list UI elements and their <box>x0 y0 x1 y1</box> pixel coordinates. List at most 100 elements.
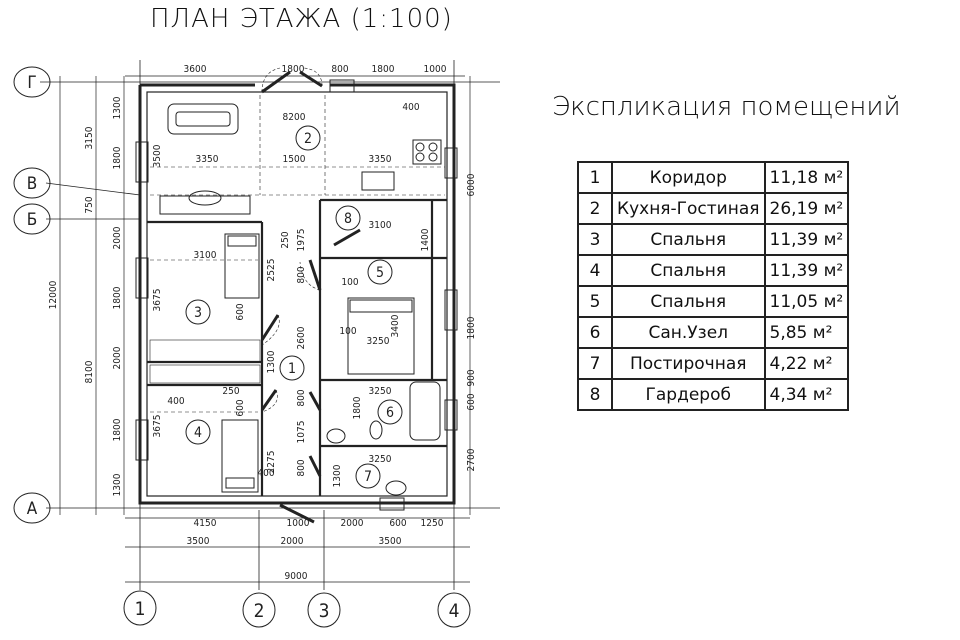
axis-marker-circle <box>307 592 341 628</box>
zone-lines <box>150 95 445 413</box>
dimension-label: 1300 <box>112 96 123 119</box>
dimension-label: 3150 <box>84 126 95 149</box>
explication-cell-name: Сан.Узел <box>611 316 766 349</box>
bed-room-5 <box>347 297 415 375</box>
explication-cell-name: Коридор <box>611 161 766 194</box>
room-tag-circle <box>355 463 381 489</box>
interior-walls <box>147 198 447 496</box>
dimension-label: 2700 <box>466 448 477 471</box>
explication-cell-area: 4,22 м² <box>763 347 850 380</box>
dimension-label: 800 <box>296 389 307 406</box>
dimension-label: 900 <box>466 369 477 386</box>
dining-table <box>188 190 222 206</box>
stove <box>412 139 442 165</box>
windows <box>135 79 458 511</box>
room-tag-circle <box>377 399 403 425</box>
axis-marker-label: 3 <box>319 600 330 622</box>
room-tag-circle <box>185 299 211 325</box>
dimension-label: 2525 <box>266 259 277 282</box>
dimension-label: 3100 <box>194 250 217 261</box>
dimension-label: 3250 <box>367 336 390 347</box>
toilet <box>369 420 383 440</box>
explication-cell-name: Спальня <box>611 254 766 287</box>
explication-cell-num: 3 <box>577 223 613 256</box>
dimension-label: 1800 <box>112 286 123 309</box>
dimension-label: 1300 <box>112 473 123 496</box>
explication-cell-area: 11,18 м² <box>763 161 850 194</box>
dimension-label: 3675 <box>152 289 163 312</box>
dimension-label: 1800 <box>466 316 477 339</box>
dimension-label: 2600 <box>296 326 307 349</box>
axis-marker-circle <box>437 592 471 628</box>
axis-marker-label: В <box>27 174 38 194</box>
room-tag-circle <box>367 259 393 285</box>
axis-marker-circle <box>123 590 157 626</box>
room-tag-number: 4 <box>194 425 202 441</box>
room-tag-number: 6 <box>386 405 394 421</box>
room-tag-circle <box>279 355 305 381</box>
explication-cell-num: 2 <box>577 192 613 225</box>
axis-marker-label: Б <box>27 210 38 230</box>
dimension-label: 12000 <box>48 280 59 309</box>
dimension-label: 600 <box>235 303 246 320</box>
room-tag-number: 3 <box>194 305 202 321</box>
dimension-label: 600 <box>389 518 406 529</box>
dimension-label: 1800 <box>282 64 305 75</box>
bathtub <box>409 381 441 441</box>
dimension-label: 1500 <box>283 154 306 165</box>
explication-cell-area: 4,34 м² <box>763 378 850 411</box>
dimension-label: 3675 <box>152 415 163 438</box>
sofa <box>167 103 239 135</box>
explication-cell-name: Гардероб <box>611 378 766 411</box>
dimension-label: 600 <box>466 393 477 410</box>
axis-marker-label: 1 <box>135 598 146 620</box>
dimension-label: 3600 <box>184 64 207 75</box>
dimension-label: 1400 <box>420 228 431 251</box>
explication-cell-name: Кухня-Гостиная <box>611 192 766 225</box>
page-title: ПЛАН ЭТАЖА (1:100) <box>150 4 453 34</box>
explication-cell-num: 4 <box>577 254 613 287</box>
dimension-label: 1000 <box>424 64 447 75</box>
room-tag-number: 2 <box>304 131 312 147</box>
axis-marker-label: 4 <box>449 600 460 622</box>
explication-cell-num: 8 <box>577 378 613 411</box>
dimension-label: 800 <box>296 266 307 283</box>
explication-cell-num: 6 <box>577 316 613 349</box>
dimension-label: 3100 <box>369 220 392 231</box>
explication-cell-area: 5,85 м² <box>763 316 850 349</box>
axis-marker-label: 2 <box>254 600 265 622</box>
door-arcs <box>261 67 323 413</box>
dimension-label: 800 <box>331 64 348 75</box>
explication-cell-area: 11,39 м² <box>763 254 850 287</box>
explication-cell-name: Спальня <box>611 223 766 256</box>
dimension-label: 100 <box>341 277 358 288</box>
room-tag-number: 8 <box>344 211 352 227</box>
dimension-label: 2275 <box>266 451 277 474</box>
furniture <box>159 103 442 496</box>
axis-marker-circle <box>13 203 51 235</box>
room-tag-circle <box>185 419 211 445</box>
dimension-label: 6000 <box>466 173 477 196</box>
explication-cell-area: 11,39 м² <box>763 223 850 256</box>
room-tag-number: 7 <box>364 469 372 485</box>
room-tag-circle <box>335 205 361 231</box>
dimension-label: 3500 <box>187 536 210 547</box>
dimension-label: 3350 <box>196 154 219 165</box>
explication-cell-num: 5 <box>577 285 613 318</box>
dimension-label: 1800 <box>352 396 363 419</box>
dimension-label: 3500 <box>379 536 402 547</box>
washbasin <box>326 428 346 444</box>
axis-marker-circle <box>13 167 51 199</box>
dimension-label: 2000 <box>112 346 123 369</box>
axis-marker-circle <box>13 66 51 98</box>
laundry-sink <box>385 480 407 496</box>
axis-marker-label: А <box>27 499 38 519</box>
